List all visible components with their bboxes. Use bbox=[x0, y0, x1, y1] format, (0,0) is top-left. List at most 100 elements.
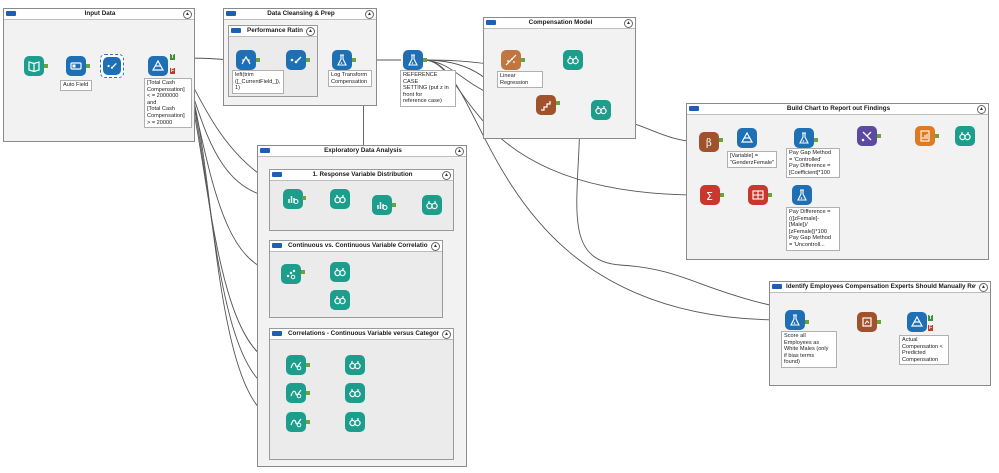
browse-icon[interactable] bbox=[345, 383, 365, 403]
collapse-icon[interactable]: ▲ bbox=[365, 10, 374, 19]
auto-field-icon[interactable] bbox=[66, 56, 86, 76]
output-anchor[interactable] bbox=[877, 320, 881, 324]
score-icon[interactable] bbox=[857, 312, 877, 332]
container-title: Compensation Model bbox=[528, 19, 593, 26]
browse-icon[interactable] bbox=[345, 355, 365, 375]
output-anchor[interactable] bbox=[814, 138, 818, 142]
output-anchor[interactable] bbox=[521, 58, 525, 62]
browse-icon[interactable] bbox=[345, 412, 365, 432]
scatterplot-icon[interactable] bbox=[281, 264, 301, 284]
output-anchor[interactable] bbox=[306, 58, 310, 62]
browse-icon[interactable] bbox=[330, 189, 350, 209]
browse-icon[interactable] bbox=[563, 50, 583, 70]
histogram-icon[interactable] bbox=[372, 195, 392, 215]
linear-regression-icon[interactable] bbox=[501, 50, 521, 70]
union-icon[interactable] bbox=[857, 126, 877, 146]
auto-field-label: Auto Field bbox=[60, 80, 92, 91]
formula-icon[interactable] bbox=[785, 310, 805, 330]
formula-icon[interactable] bbox=[794, 128, 814, 148]
container-title: Performance Rating bbox=[247, 27, 303, 34]
filter-icon[interactable] bbox=[737, 128, 757, 148]
container-title: Identify Employees Compensation Experts … bbox=[786, 283, 976, 290]
collapse-icon[interactable]: ▲ bbox=[979, 283, 988, 292]
reference-case-label: REFERENCE CASE SETTING (put z in front f… bbox=[400, 70, 456, 107]
select-icon[interactable] bbox=[100, 54, 124, 78]
multi-field-formula-icon[interactable] bbox=[236, 50, 256, 70]
filter-false-anchor[interactable]: F bbox=[928, 325, 933, 331]
container-title: Correlations - Continuous Variable versu… bbox=[288, 330, 439, 337]
stepwise-icon[interactable] bbox=[536, 95, 556, 115]
container-badge-icon bbox=[231, 28, 241, 33]
formula-icon[interactable] bbox=[332, 50, 352, 70]
collapse-icon[interactable]: ▲ bbox=[624, 19, 633, 28]
browse-icon[interactable] bbox=[330, 290, 350, 310]
pay-gap-controlled-label: Pay Gap Method = 'Controlled' Pay Differ… bbox=[786, 148, 840, 179]
browse-icon[interactable] bbox=[330, 262, 350, 282]
summarize-icon[interactable]: Σ bbox=[700, 185, 720, 205]
chart-icon[interactable] bbox=[915, 126, 935, 146]
output-anchor[interactable] bbox=[935, 134, 939, 138]
container-title: Data Cleansing & Prep bbox=[267, 10, 335, 17]
browse-icon[interactable] bbox=[422, 195, 442, 215]
filter-icon[interactable] bbox=[907, 312, 927, 332]
filter-true-anchor[interactable]: T bbox=[170, 54, 175, 60]
violin-plot-icon[interactable] bbox=[286, 355, 306, 375]
container-title: Exploratory Data Analysis bbox=[324, 147, 402, 154]
output-anchor[interactable] bbox=[86, 64, 90, 68]
container-badge-icon bbox=[272, 172, 282, 177]
filter-icon[interactable] bbox=[148, 56, 168, 76]
container-badge-icon bbox=[486, 20, 496, 25]
filter-cash-label: [Total Cash Compensation] < = 2000000 an… bbox=[144, 78, 192, 129]
select-icon[interactable] bbox=[286, 50, 306, 70]
histogram-icon[interactable] bbox=[283, 189, 303, 209]
container-title: Input Data bbox=[84, 10, 116, 17]
output-anchor[interactable] bbox=[877, 134, 881, 138]
pay-gap-uncontrolled-label: Pay Difference = (([zFemale]- [Male])/ [… bbox=[786, 207, 840, 251]
collapse-icon[interactable]: ▲ bbox=[306, 27, 315, 36]
coefficient-icon[interactable]: β bbox=[699, 132, 719, 152]
container-badge-icon bbox=[6, 11, 16, 16]
container-badge-icon bbox=[260, 148, 270, 153]
output-anchor[interactable] bbox=[306, 363, 310, 367]
output-anchor[interactable] bbox=[392, 203, 396, 207]
output-anchor[interactable] bbox=[301, 270, 305, 274]
output-anchor[interactable] bbox=[719, 138, 723, 142]
browse-icon[interactable] bbox=[955, 126, 975, 146]
output-anchor[interactable] bbox=[44, 64, 48, 68]
linear-regression-label: Linear Regression bbox=[497, 71, 543, 89]
cross-tab-icon[interactable] bbox=[748, 185, 768, 205]
output-anchor[interactable] bbox=[352, 58, 356, 62]
output-anchor[interactable] bbox=[423, 58, 427, 62]
violin-plot-icon[interactable] bbox=[286, 383, 306, 403]
output-anchor[interactable] bbox=[805, 320, 809, 324]
input-data-icon[interactable] bbox=[24, 56, 44, 76]
container-badge-icon bbox=[689, 106, 699, 111]
output-anchor[interactable] bbox=[306, 391, 310, 395]
output-anchor[interactable] bbox=[556, 101, 560, 105]
output-anchor[interactable] bbox=[720, 193, 724, 197]
left-trim-label: left(trim ([_CurrentField_]), 1) bbox=[232, 70, 284, 94]
score-all-label: Score all Employees as White Males (only… bbox=[781, 331, 837, 368]
formula-icon[interactable] bbox=[403, 50, 423, 70]
collapse-icon[interactable]: ▲ bbox=[442, 330, 451, 339]
container-badge-icon bbox=[272, 243, 282, 248]
collapse-icon[interactable]: ▲ bbox=[183, 10, 192, 19]
violin-plot-icon[interactable] bbox=[286, 412, 306, 432]
filter-false-anchor[interactable]: F bbox=[170, 68, 175, 74]
collapse-icon[interactable]: ▲ bbox=[442, 171, 451, 180]
output-anchor[interactable] bbox=[768, 193, 772, 197]
browse-icon[interactable] bbox=[591, 100, 611, 120]
container-badge-icon bbox=[772, 284, 782, 289]
container-title: 1. Response Variable Distribution bbox=[312, 171, 413, 178]
variable-filter-label: [Variable] = "GenderzFemale" bbox=[727, 151, 777, 169]
formula-icon[interactable] bbox=[792, 185, 812, 205]
collapse-icon[interactable]: ▲ bbox=[977, 105, 986, 114]
svg-text:β: β bbox=[706, 138, 712, 149]
collapse-icon[interactable]: ▲ bbox=[431, 242, 440, 251]
output-anchor[interactable] bbox=[302, 196, 306, 200]
output-anchor[interactable] bbox=[306, 420, 310, 424]
output-anchor[interactable] bbox=[256, 58, 260, 62]
svg-text:Σ: Σ bbox=[706, 190, 713, 202]
collapse-icon[interactable]: ▲ bbox=[455, 147, 464, 156]
filter-true-anchor[interactable]: T bbox=[928, 315, 933, 321]
